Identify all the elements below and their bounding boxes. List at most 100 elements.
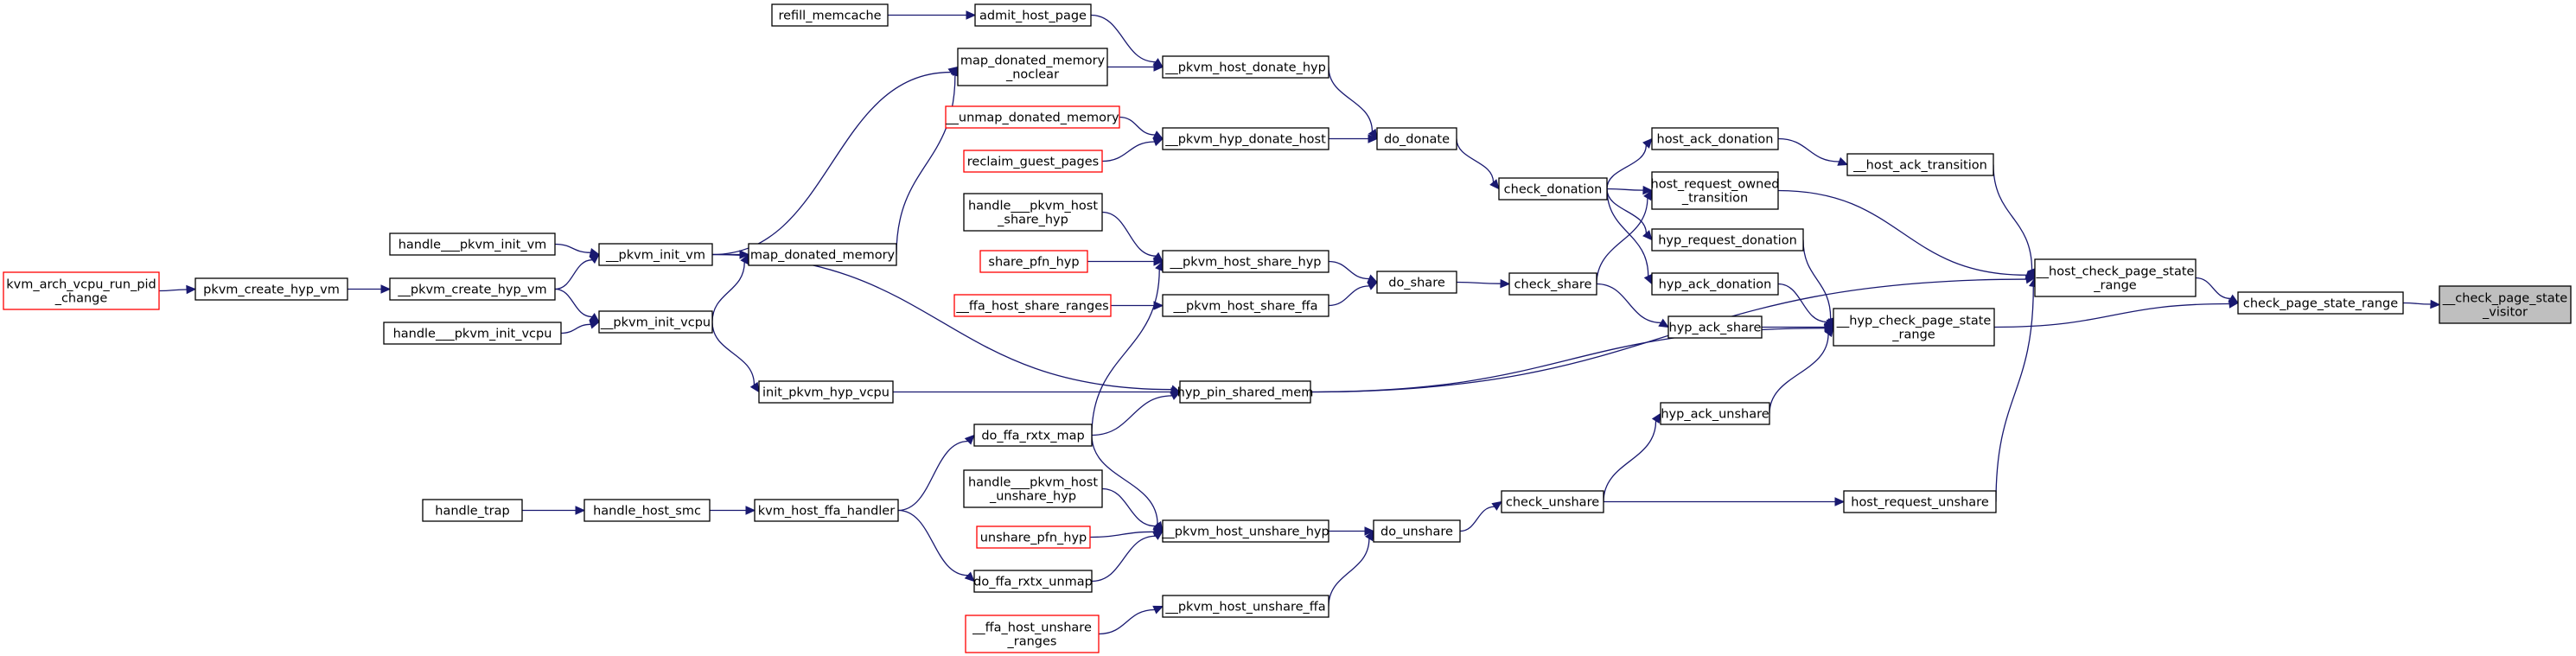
node-unshare_pfn_hyp[interactable]: unshare_pfn_hyp xyxy=(976,525,1091,549)
node-hyp_request_donation[interactable]: hyp_request_donation xyxy=(1651,228,1804,252)
node-hyp_ack_donation[interactable]: hyp_ack_donation xyxy=(1651,272,1779,296)
node-__pkvm_host_unshare_hyp[interactable]: __pkvm_host_unshare_hyp xyxy=(1161,519,1329,543)
node-box[interactable] xyxy=(974,3,1092,27)
node-box[interactable] xyxy=(1843,490,1997,513)
node-box[interactable] xyxy=(1501,490,1604,513)
node-__pkvm_init_vcpu[interactable]: __pkvm_init_vcpu xyxy=(598,310,713,334)
node-box[interactable] xyxy=(389,277,556,301)
node-box[interactable] xyxy=(953,294,1112,317)
node-handle___pkvm_host_share_hyp[interactable]: handle___pkvm_host_share_hyp xyxy=(963,193,1103,232)
node-handle_trap[interactable]: handle_trap xyxy=(422,499,523,522)
node-check_page_state_range[interactable]: check_page_state_range xyxy=(2237,291,2404,315)
node-__host_ack_transition[interactable]: __host_ack_transition xyxy=(1846,153,1994,176)
node-hyp_pin_shared_mem[interactable]: hyp_pin_shared_mem xyxy=(1177,380,1314,404)
node-handle___pkvm_init_vcpu[interactable]: handle___pkvm_init_vcpu xyxy=(383,322,562,345)
node-box[interactable] xyxy=(383,322,562,345)
node-box[interactable] xyxy=(963,193,1103,232)
node-__ffa_host_share_ranges[interactable]: __ffa_host_share_ranges xyxy=(953,294,1112,317)
node-box[interactable] xyxy=(1846,153,1994,176)
node-__pkvm_init_vm[interactable]: __pkvm_init_vm xyxy=(598,243,713,266)
node-box[interactable] xyxy=(957,48,1108,86)
node-box[interactable] xyxy=(1651,171,1779,210)
node-check_share[interactable]: check_share xyxy=(1508,272,1597,296)
node-do_donate[interactable]: do_donate xyxy=(1376,127,1457,150)
node-__pkvm_hyp_donate_host[interactable]: __pkvm_hyp_donate_host xyxy=(1162,127,1329,150)
node-box[interactable] xyxy=(973,570,1093,593)
node-init_pkvm_hyp_vcpu[interactable]: init_pkvm_hyp_vcpu xyxy=(758,380,894,404)
node-box[interactable] xyxy=(194,277,348,301)
node-box[interactable] xyxy=(1179,380,1311,404)
node-host_request_owned_transition[interactable]: host_request_owned_transition xyxy=(1651,171,1780,210)
node-__ffa_host_unshare_ranges[interactable]: __ffa_host_unshare_ranges xyxy=(965,615,1100,653)
node-__check_page_state_visitor[interactable]: __check_page_state_visitor xyxy=(2439,285,2572,324)
node-map_donated_memory_noclear[interactable]: map_donated_memory_noclear xyxy=(957,48,1108,86)
node-box[interactable] xyxy=(1162,519,1329,543)
node-box[interactable] xyxy=(976,525,1091,549)
node-do_share[interactable]: do_share xyxy=(1376,271,1457,294)
node-handle_host_smc[interactable]: handle_host_smc xyxy=(583,499,711,522)
node-box[interactable] xyxy=(2034,258,2197,297)
node-box[interactable] xyxy=(1833,308,1995,347)
node-admit_host_page[interactable]: admit_host_page xyxy=(974,3,1092,27)
node-box[interactable] xyxy=(598,243,713,266)
node-reclaim_guest_pages[interactable]: reclaim_guest_pages xyxy=(963,150,1103,173)
node-do_ffa_rxtx_map[interactable]: do_ffa_rxtx_map xyxy=(973,424,1093,447)
node-box[interactable] xyxy=(1498,177,1608,201)
node-box[interactable] xyxy=(1508,272,1597,296)
node-box[interactable] xyxy=(1162,250,1329,273)
node-check_donation[interactable]: check_donation xyxy=(1498,177,1608,201)
node-do_ffa_rxtx_unmap[interactable]: do_ffa_rxtx_unmap xyxy=(973,570,1093,593)
node-box[interactable] xyxy=(3,271,160,310)
node-box[interactable] xyxy=(1162,294,1329,317)
node-box[interactable] xyxy=(758,380,894,404)
node-box[interactable] xyxy=(965,615,1100,653)
node-box[interactable] xyxy=(1162,127,1329,150)
node-__pkvm_host_unshare_ffa[interactable]: __pkvm_host_unshare_ffa xyxy=(1162,595,1329,618)
node-__pkvm_host_donate_hyp[interactable]: __pkvm_host_donate_hyp xyxy=(1162,55,1329,79)
node-box[interactable] xyxy=(979,250,1088,273)
node-kvm_arch_vcpu_run_pid_change[interactable]: kvm_arch_vcpu_run_pid_change xyxy=(3,271,160,310)
node-map_donated_memory[interactable]: map_donated_memory xyxy=(748,243,897,266)
node-box[interactable] xyxy=(1667,315,1763,339)
node-box[interactable] xyxy=(963,150,1103,173)
node-host_request_unshare[interactable]: host_request_unshare xyxy=(1843,490,1997,513)
node-pkvm_create_hyp_vm[interactable]: pkvm_create_hyp_vm xyxy=(194,277,348,301)
node-box[interactable] xyxy=(1162,595,1329,618)
node-host_ack_donation[interactable]: host_ack_donation xyxy=(1651,127,1779,150)
node-share_pfn_hyp[interactable]: share_pfn_hyp xyxy=(979,250,1088,273)
node-refill_memcache[interactable]: refill_memcache xyxy=(771,3,889,27)
node-box[interactable] xyxy=(973,424,1093,447)
node-box[interactable] xyxy=(583,499,711,522)
node-box[interactable] xyxy=(1162,55,1329,79)
node-box[interactable] xyxy=(963,469,1103,508)
node-__pkvm_host_share_ffa[interactable]: __pkvm_host_share_ffa xyxy=(1162,294,1329,317)
node-__pkvm_host_share_hyp[interactable]: __pkvm_host_share_hyp xyxy=(1162,250,1329,273)
node-box[interactable] xyxy=(598,310,713,334)
node-hyp_ack_share[interactable]: hyp_ack_share xyxy=(1667,315,1763,339)
node-__pkvm_create_hyp_vm[interactable]: __pkvm_create_hyp_vm xyxy=(389,277,556,301)
node-box[interactable] xyxy=(754,499,899,522)
node-box[interactable] xyxy=(1651,272,1779,296)
node-handle___pkvm_init_vm[interactable]: handle___pkvm_init_vm xyxy=(389,232,556,256)
node-box[interactable] xyxy=(1376,127,1457,150)
node-box[interactable] xyxy=(771,3,889,27)
node-box[interactable] xyxy=(1373,519,1461,543)
node-box[interactable] xyxy=(748,243,897,266)
node-box[interactable] xyxy=(2439,285,2572,324)
node-box[interactable] xyxy=(1651,127,1779,150)
node-hyp_ack_unshare[interactable]: hyp_ack_unshare xyxy=(1660,402,1770,425)
node-box[interactable] xyxy=(1660,402,1770,425)
node-box[interactable] xyxy=(2237,291,2404,315)
node-box[interactable] xyxy=(422,499,523,522)
node-__unmap_donated_memory[interactable]: __unmap_donated_memory xyxy=(945,105,1120,129)
node-box[interactable] xyxy=(389,232,556,256)
node-__hyp_check_page_state_range[interactable]: __hyp_check_page_state_range xyxy=(1833,308,1995,347)
node-handle___pkvm_host_unshare_hyp[interactable]: handle___pkvm_host_unshare_hyp xyxy=(963,469,1103,508)
node-__host_check_page_state_range[interactable]: __host_check_page_state_range xyxy=(2034,258,2197,297)
node-do_unshare[interactable]: do_unshare xyxy=(1373,519,1461,543)
node-check_unshare[interactable]: check_unshare xyxy=(1501,490,1604,513)
node-kvm_host_ffa_handler[interactable]: kvm_host_ffa_handler xyxy=(754,499,899,522)
node-box[interactable] xyxy=(1376,271,1457,294)
node-box[interactable] xyxy=(945,105,1120,129)
node-box[interactable] xyxy=(1651,228,1804,252)
